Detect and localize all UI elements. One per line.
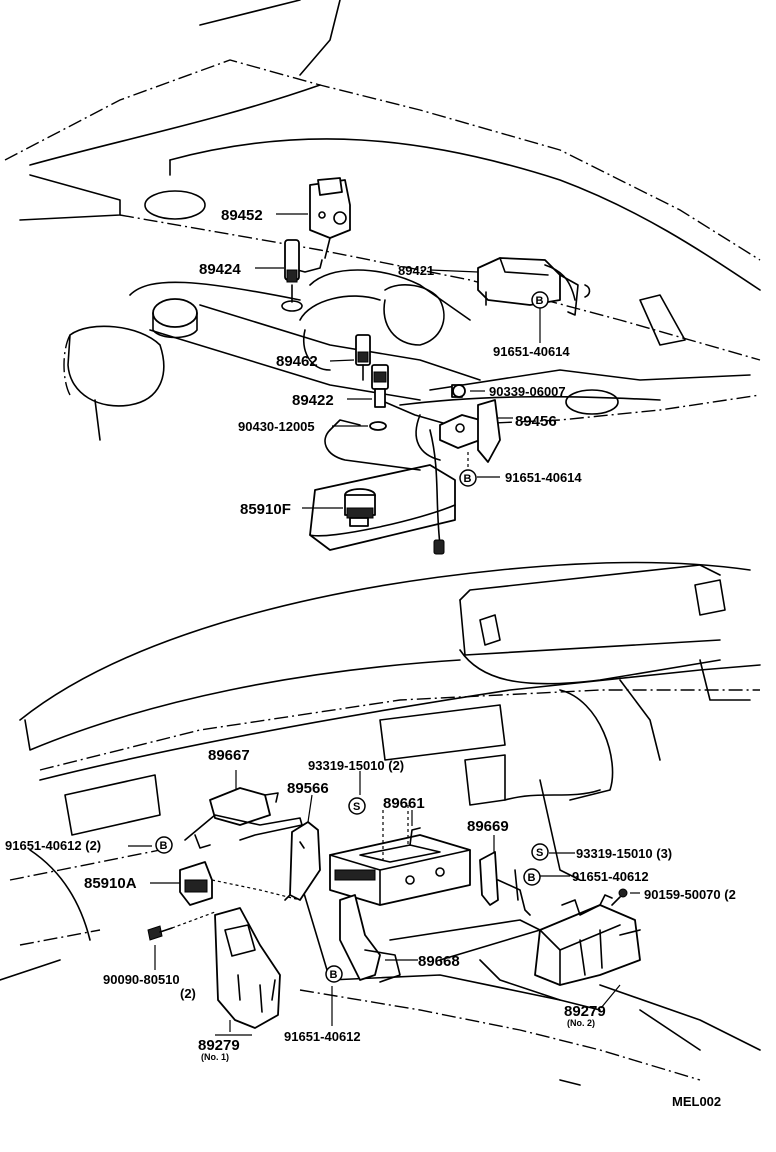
washer-90430	[369, 421, 387, 431]
leader-lines	[128, 213, 640, 1036]
label-89566: 89566	[287, 780, 329, 797]
label-89667: 89667	[208, 747, 250, 764]
part-85910A-sensor	[179, 861, 301, 906]
label-91651-40612-bottom: 91651-40612	[284, 1029, 361, 1044]
part-labels: 89452 89424 89421 91651-40614 89462 8942…	[5, 207, 736, 1109]
part-89421-bracket	[477, 257, 591, 316]
label-89422: 89422	[292, 392, 334, 409]
label-90159-50070: 90159-50070 (2	[644, 887, 736, 902]
label-85910A: 85910A	[84, 875, 137, 892]
part-89668-bracket	[339, 894, 401, 983]
screw-marker-89669: S	[531, 843, 549, 861]
label-89279-no2: 89279	[564, 1003, 606, 1020]
part-89566-bracket	[284, 821, 321, 901]
marker-letter: B	[536, 295, 544, 307]
label-89279-no2-note: (No. 2)	[567, 1018, 595, 1028]
label-89661: 89661	[383, 795, 425, 812]
label-91651-40612-2: 91651-40612 (2)	[5, 838, 101, 853]
label-85910F: 85910F	[240, 501, 291, 518]
label-90430-12005: 90430-12005	[238, 419, 315, 434]
label-90090-80510: 90090-80510	[103, 972, 180, 987]
marker-letter: B	[160, 840, 168, 852]
bolt-marker-89456: B	[459, 469, 477, 487]
label-89279-no1-note: (No. 1)	[201, 1052, 229, 1062]
part-89279-no1-cover	[214, 907, 281, 1029]
label-89279-no1: 89279	[198, 1037, 240, 1054]
dashboard-outline	[0, 561, 761, 1086]
part-89422-sensor	[371, 364, 389, 408]
part-85910F-sensor	[344, 488, 376, 527]
part-90090-bolt	[147, 911, 216, 941]
marker-letter: B	[528, 872, 536, 884]
bolt-marker-89668: B	[325, 965, 343, 983]
screw-marker-89566: S	[348, 797, 366, 815]
label-90339-06007: 90339-06007	[489, 384, 566, 399]
marker-letter: B	[464, 473, 472, 485]
marker-letter: S	[353, 801, 360, 813]
label-91651-40612-right: 91651-40612	[572, 869, 649, 884]
bolt-marker-89669: B	[523, 868, 541, 886]
part-89661-ecu	[329, 805, 471, 906]
label-89462: 89462	[276, 353, 318, 370]
washer-90339	[452, 384, 466, 398]
part-89424-switch	[281, 239, 303, 312]
label-89421: 89421	[398, 263, 434, 278]
engine-compartment-outline	[4, 0, 761, 555]
part-89456-sensor	[439, 384, 501, 475]
label-93319-15010-2: 93319-15010 (2)	[308, 758, 404, 773]
bolt-marker-89667: B	[155, 836, 173, 854]
part-89452-sensor	[289, 177, 351, 273]
label-91651-40614-upper: 91651-40614	[493, 344, 570, 359]
label-91651-40614-lower: 91651-40614	[505, 470, 582, 485]
part-89669-bracket	[479, 851, 531, 916]
label-89669: 89669	[467, 818, 509, 835]
label-93319-15010-3: 93319-15010 (3)	[576, 846, 672, 861]
part-89279-no2-cover	[534, 894, 641, 986]
label-89456: 89456	[515, 413, 557, 430]
reference-code: MEL002	[672, 1094, 721, 1109]
label-90090-qty: (2)	[180, 986, 196, 1001]
label-89424: 89424	[199, 261, 241, 278]
bolt-marker-89421: B	[531, 291, 549, 309]
part-89667-bracket	[184, 787, 303, 849]
marker-letter: B	[330, 969, 338, 981]
part-89462-sensor	[355, 334, 371, 381]
label-89452: 89452	[221, 207, 263, 224]
marker-letter: S	[536, 847, 543, 859]
part-90159-bolt	[611, 888, 628, 906]
label-89668: 89668	[418, 953, 460, 970]
